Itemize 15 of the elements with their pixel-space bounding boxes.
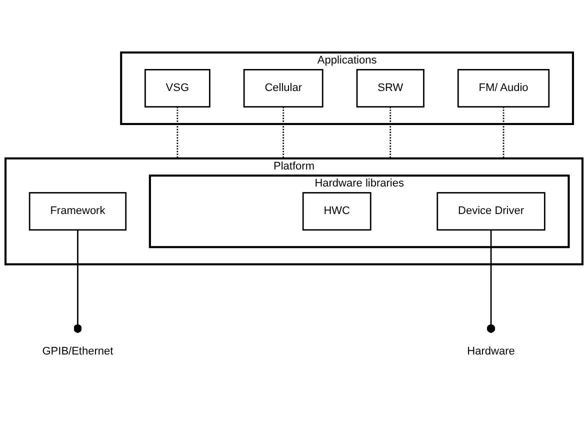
node-box: VSG — [144, 69, 210, 108]
connector — [74, 230, 82, 334]
node-box: SRW — [356, 69, 424, 108]
node-box: Framework — [28, 192, 127, 231]
connector — [282, 106, 284, 159]
node-text: GPIB/Ethernet — [42, 346, 114, 358]
connector — [486, 230, 496, 334]
connector — [502, 106, 504, 159]
connector — [390, 106, 392, 159]
node-box: FM/ Audio — [457, 69, 550, 108]
connector — [176, 106, 178, 159]
node-text: Hardware — [467, 346, 515, 358]
node-box: Device Driver — [436, 192, 546, 231]
node-box: HWC — [302, 192, 372, 231]
node-box: Cellular — [243, 69, 324, 108]
